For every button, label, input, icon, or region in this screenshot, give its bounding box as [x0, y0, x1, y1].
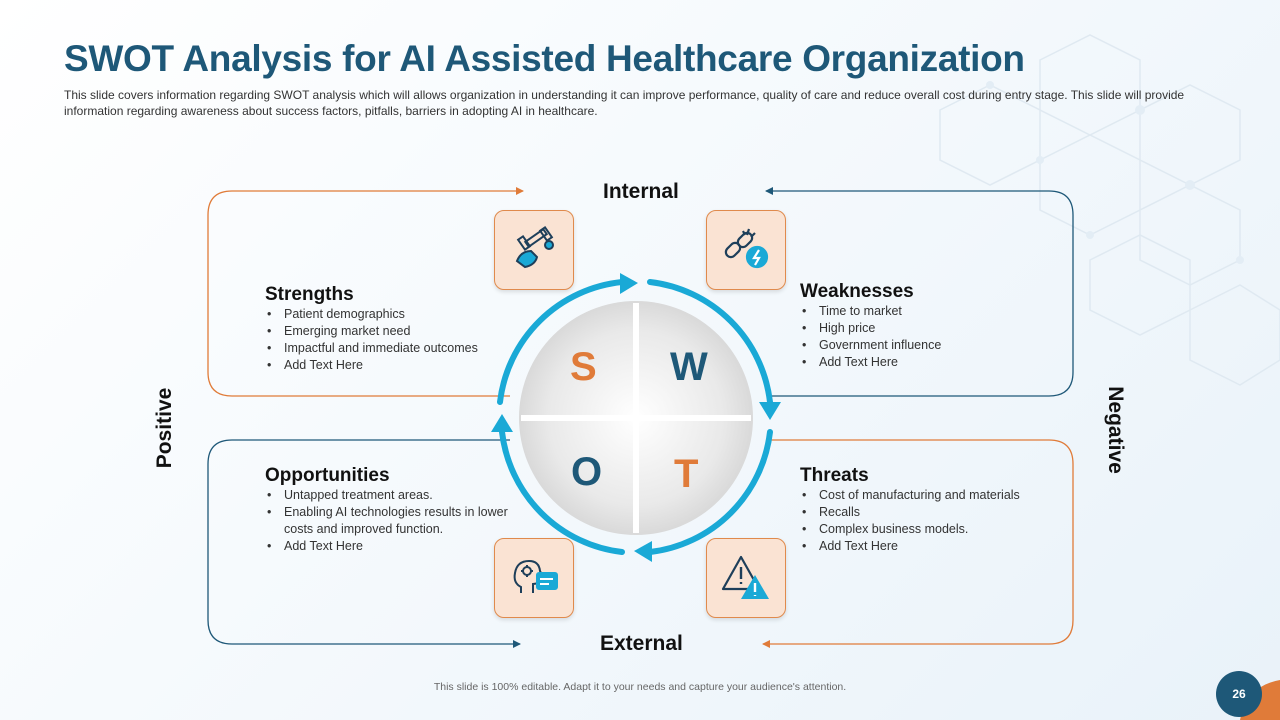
strengths-list: Patient demographics Emerging market nee…: [265, 306, 505, 374]
strengths-frame-line: [207, 187, 524, 397]
list-item: Add Text Here: [265, 357, 505, 374]
list-item: Add Text Here: [800, 354, 1040, 371]
list-item: Add Text Here: [265, 538, 520, 555]
list-item: Untapped treatment areas.: [265, 487, 520, 504]
opportunities-title: Opportunities: [265, 465, 390, 486]
external-label: External: [600, 632, 683, 655]
weaknesses-list: Time to market High price Government inf…: [800, 303, 1040, 371]
list-item: Emerging market need: [265, 323, 505, 340]
list-item: Time to market: [800, 303, 1040, 320]
internal-label: Internal: [603, 180, 679, 203]
warning-triangles-icon: [706, 538, 786, 618]
strengths-title: Strengths: [265, 284, 354, 305]
threats-title: Threats: [800, 465, 869, 486]
page-subtitle: This slide covers information regarding …: [64, 88, 1185, 118]
list-item: Cost of manufacturing and materials: [800, 487, 1050, 504]
page-title: SWOT Analysis for AI Assisted Healthcare…: [64, 38, 1025, 79]
list-item: Add Text Here: [800, 538, 1050, 555]
strength-arm-dumbbell-icon: [494, 210, 574, 290]
opportunities-frame-line: [207, 439, 521, 648]
list-item: High price: [800, 320, 1040, 337]
ai-head-idea-icon: [494, 538, 574, 618]
list-item: Patient demographics: [265, 306, 505, 323]
broken-chain-icon: [706, 210, 786, 290]
weaknesses-title: Weaknesses: [800, 281, 914, 302]
letter-o: O: [571, 450, 603, 494]
threats-frame-line: [762, 439, 1074, 648]
hexagon-pattern: [939, 34, 1280, 386]
letter-t: T: [674, 452, 699, 496]
footer-note: This slide is 100% editable. Adapt it to…: [433, 681, 847, 693]
opportunities-list: Untapped treatment areas. Enabling AI te…: [265, 487, 520, 555]
letter-w: W: [670, 345, 708, 389]
page-number: 26: [1216, 671, 1262, 717]
weaknesses-frame-line: [765, 187, 1074, 397]
letter-s: S: [570, 345, 597, 389]
list-item: Government influence: [800, 337, 1040, 354]
threats-list: Cost of manufacturing and materials Reca…: [800, 487, 1050, 555]
list-item: Impactful and immediate outcomes: [265, 340, 505, 357]
list-item: Recalls: [800, 504, 1050, 521]
list-item: Complex business models.: [800, 521, 1050, 538]
list-item: Enabling AI technologies results in lowe…: [265, 504, 520, 538]
